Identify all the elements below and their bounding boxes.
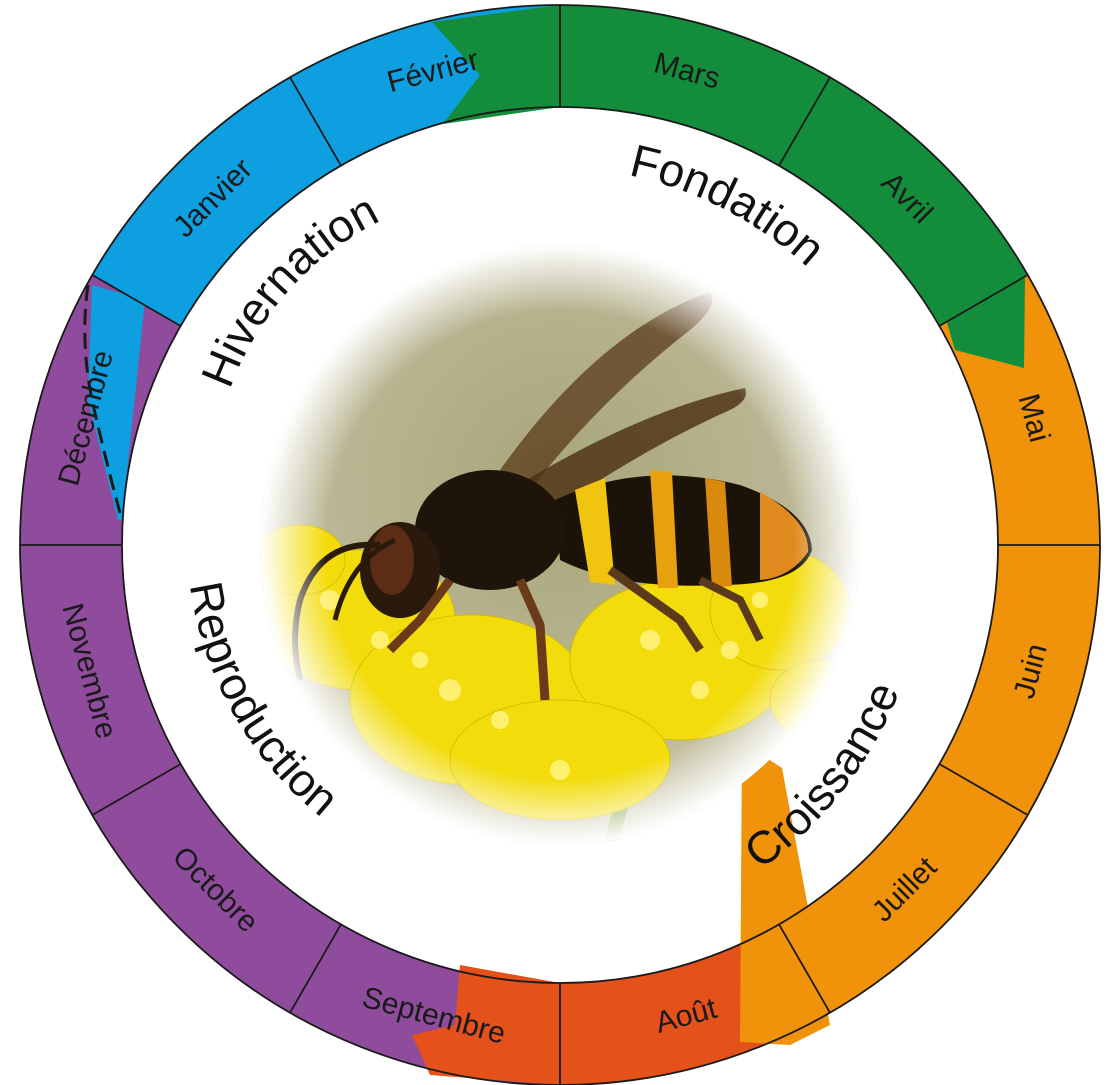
hornet-on-flowers-photo <box>255 245 870 850</box>
